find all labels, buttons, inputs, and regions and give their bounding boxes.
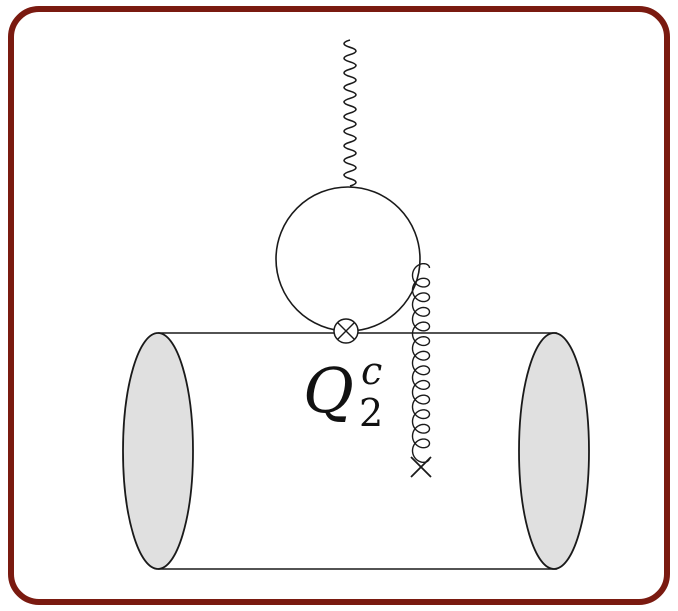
cylinder-right-cap [518, 332, 590, 570]
photon-line [343, 39, 357, 187]
operator-label-superscript: c [361, 349, 382, 393]
operator-label-symbol: Q [303, 354, 354, 427]
cross-icon [410, 456, 432, 478]
operator-label-subscript: 2 [359, 391, 383, 435]
gluon-line [411, 262, 431, 464]
operator-label: Q c 2 [303, 349, 383, 435]
circled-cross-icon [333, 318, 359, 344]
cylinder-left-cap [122, 332, 194, 570]
cylinder [122, 332, 590, 570]
